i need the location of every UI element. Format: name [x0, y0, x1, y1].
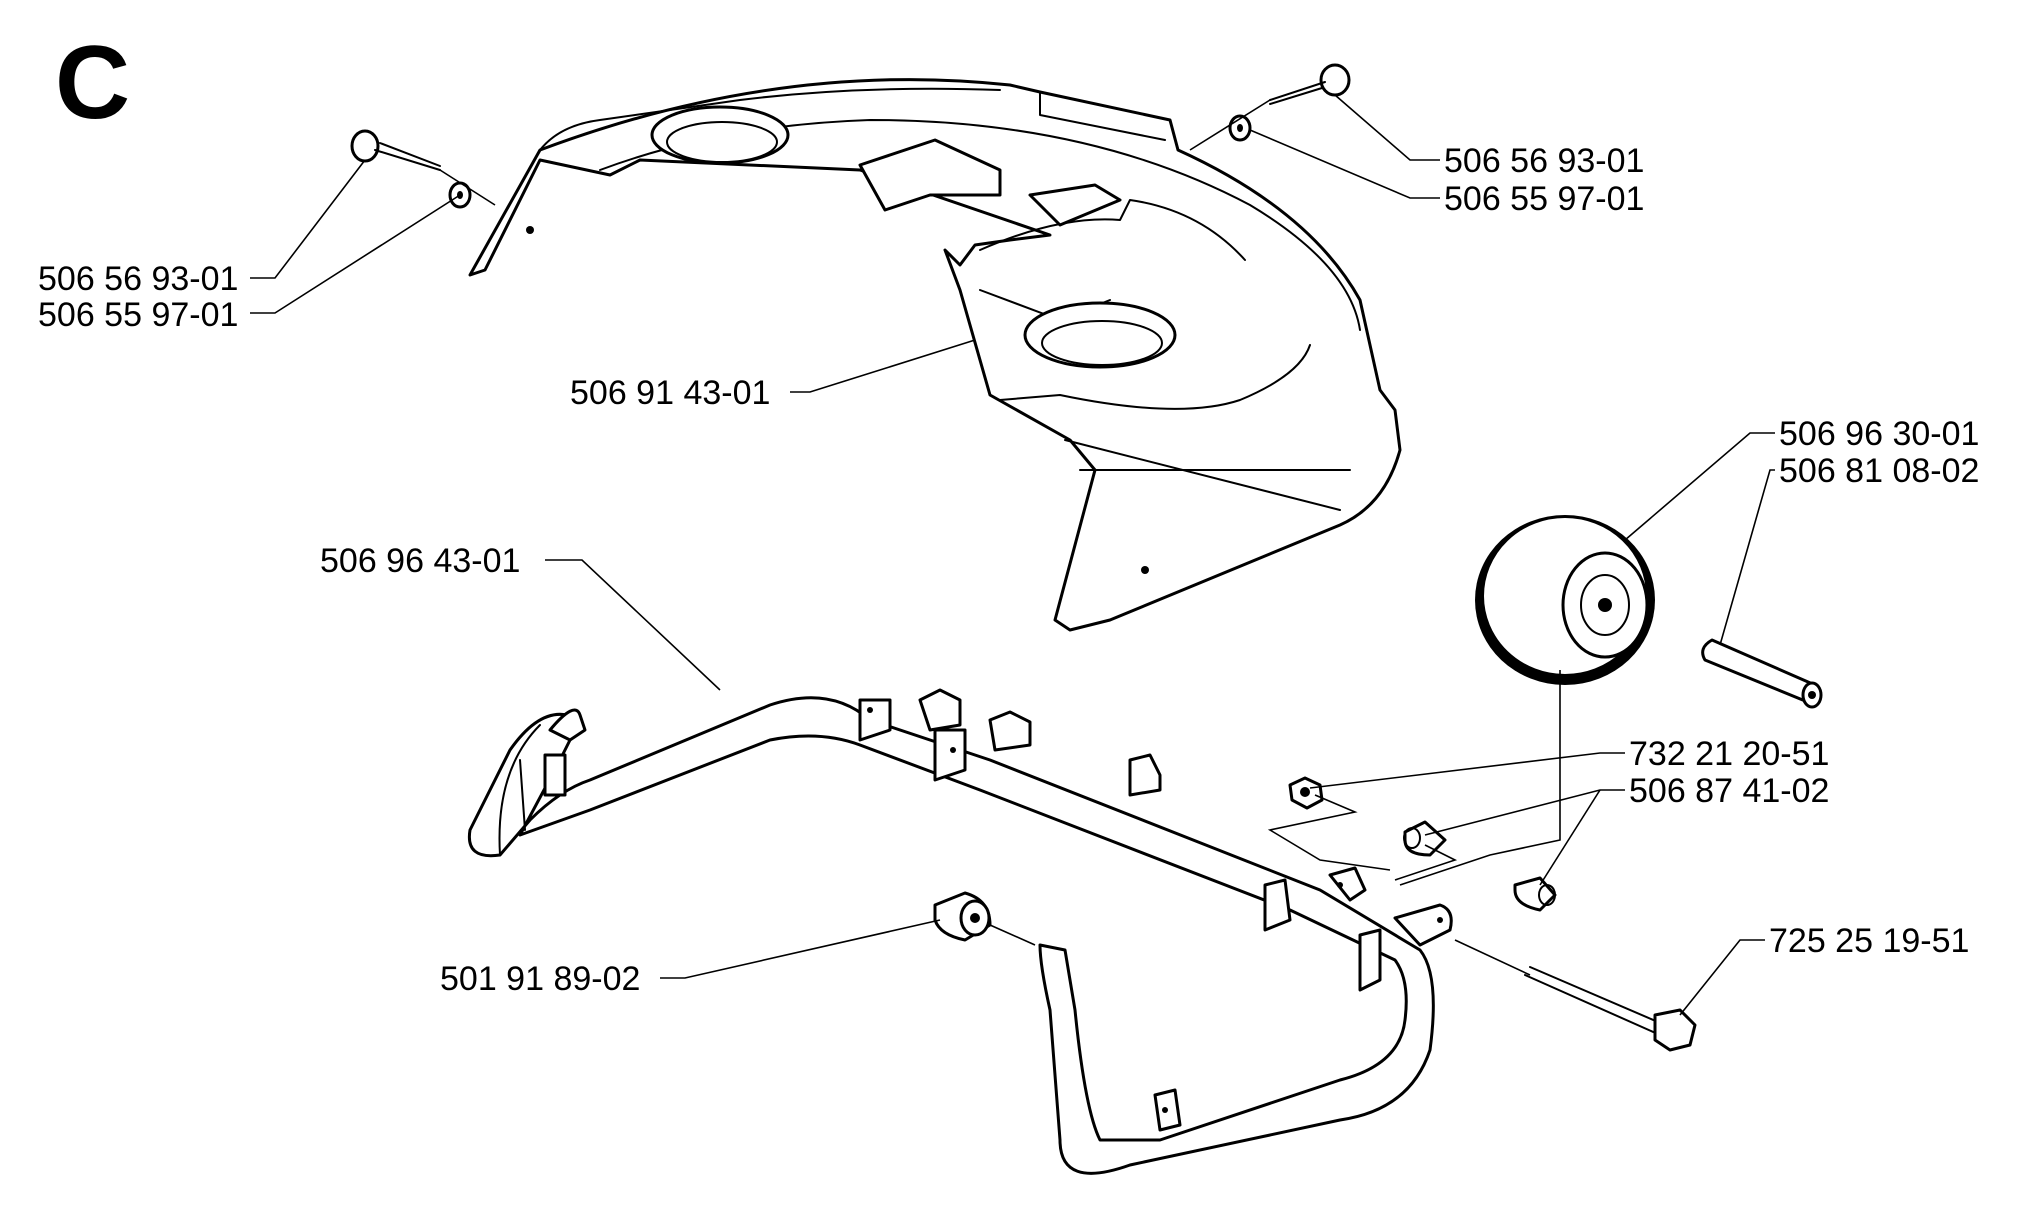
label-screw-right: 506 56 93-01 [1444, 142, 1644, 180]
screw-left [350, 129, 441, 171]
bolt-part [1524, 966, 1697, 1052]
callout-labels: 506 56 93-01 506 55 97-01 506 56 93-01 5… [38, 142, 1979, 998]
spacer-part-2 [1513, 876, 1557, 912]
nut-part [1288, 776, 1324, 810]
bumper-frame-part [467, 688, 1453, 1175]
wheel-part [1475, 515, 1655, 685]
label-bushing: 501 91 89-02 [440, 960, 640, 998]
label-nut: 732 21 20-51 [1629, 735, 1829, 773]
label-screw-left: 506 56 93-01 [38, 260, 238, 298]
label-axle: 506 81 08-02 [1779, 452, 1979, 490]
label-cover: 506 91 43-01 [570, 374, 770, 412]
label-bolt: 725 25 19-51 [1769, 922, 1969, 960]
spacer-part-1 [1403, 820, 1447, 857]
assembly-guide-lines [439, 99, 1561, 976]
bushing-part [933, 891, 992, 942]
label-bumper-frame: 506 96 43-01 [320, 542, 520, 580]
cover-part [468, 78, 1402, 632]
axle-part [1701, 638, 1823, 709]
label-washer-left: 506 55 97-01 [38, 296, 238, 334]
screw-right [1269, 63, 1351, 105]
label-wheel: 506 96 30-01 [1779, 415, 1979, 453]
label-spacer: 506 87 41-02 [1629, 772, 1829, 810]
section-letter: C [55, 25, 130, 141]
leader-lines [250, 94, 1775, 1016]
label-washer-right: 506 55 97-01 [1444, 180, 1644, 218]
